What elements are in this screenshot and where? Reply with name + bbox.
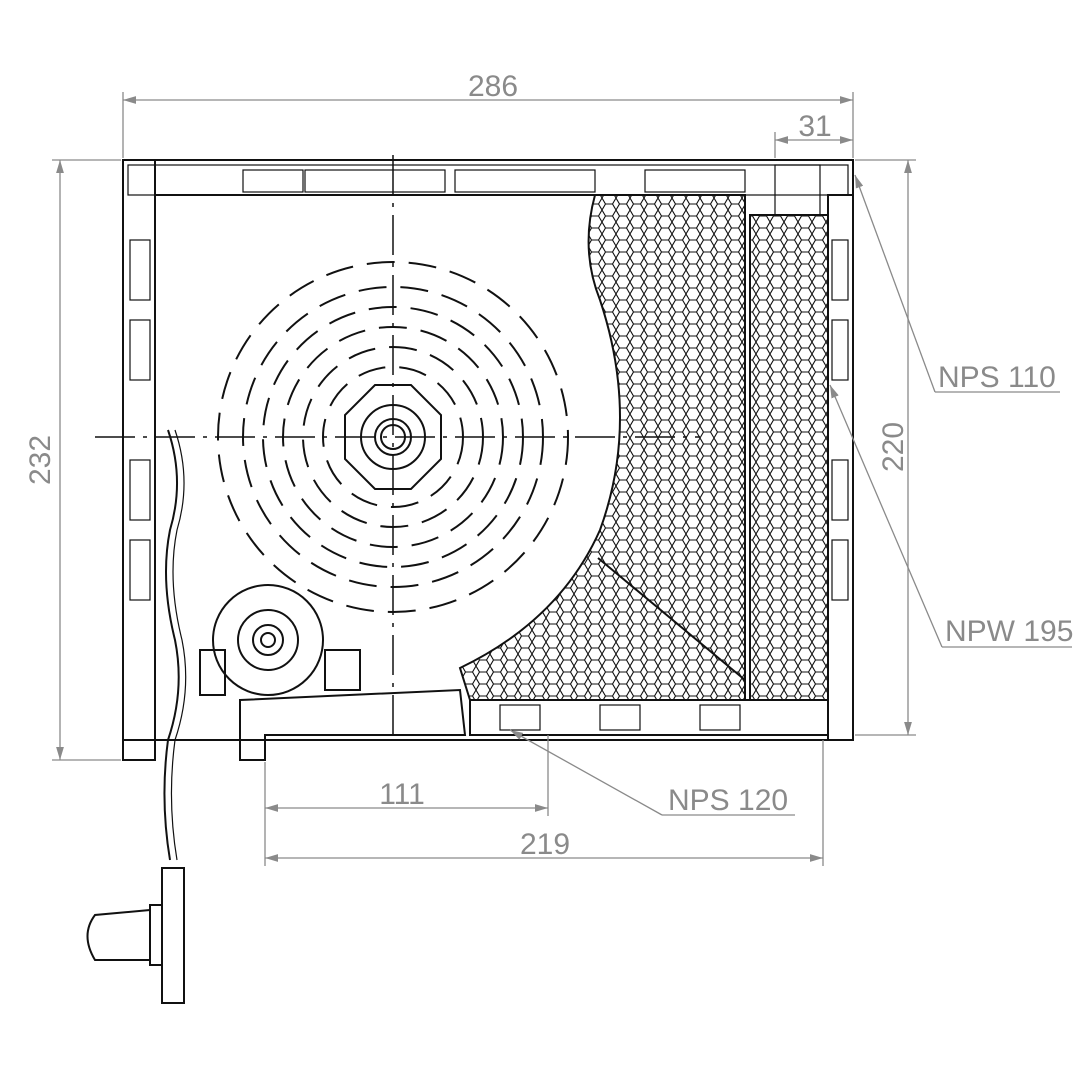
svg-text:NPS 110: NPS 110 — [938, 361, 1056, 394]
label-nps-110: NPS 110 — [854, 174, 1060, 394]
svg-text:NPS 120: NPS 120 — [668, 784, 788, 817]
roller-axle — [95, 155, 700, 740]
crank-handle — [86, 429, 187, 1004]
dimension-220: 220 — [855, 159, 916, 736]
crank-gear — [199, 584, 361, 696]
insulation-fill — [458, 194, 829, 701]
dim-overall-height: 232 — [24, 435, 57, 485]
dim-overall-width: 286 — [468, 70, 518, 103]
dimension-31: 31 — [774, 110, 853, 158]
dimension-232: 232 — [24, 159, 121, 761]
dimension-286: 286 — [122, 70, 854, 158]
dim-opening-long: 219 — [520, 828, 570, 861]
dim-inner-height: 220 — [877, 422, 910, 472]
dim-opening-short: 111 — [379, 778, 425, 811]
dimension-111: 111 — [264, 735, 549, 866]
dim-end-width: 31 — [798, 110, 831, 143]
label-npw-195: NPW 195 — [829, 384, 1073, 648]
svg-text:NPW 195: NPW 195 — [945, 615, 1073, 648]
dimension-219: 219 — [265, 740, 824, 866]
box-housing — [122, 159, 854, 761]
label-nps-120: NPS 120 — [509, 729, 795, 817]
